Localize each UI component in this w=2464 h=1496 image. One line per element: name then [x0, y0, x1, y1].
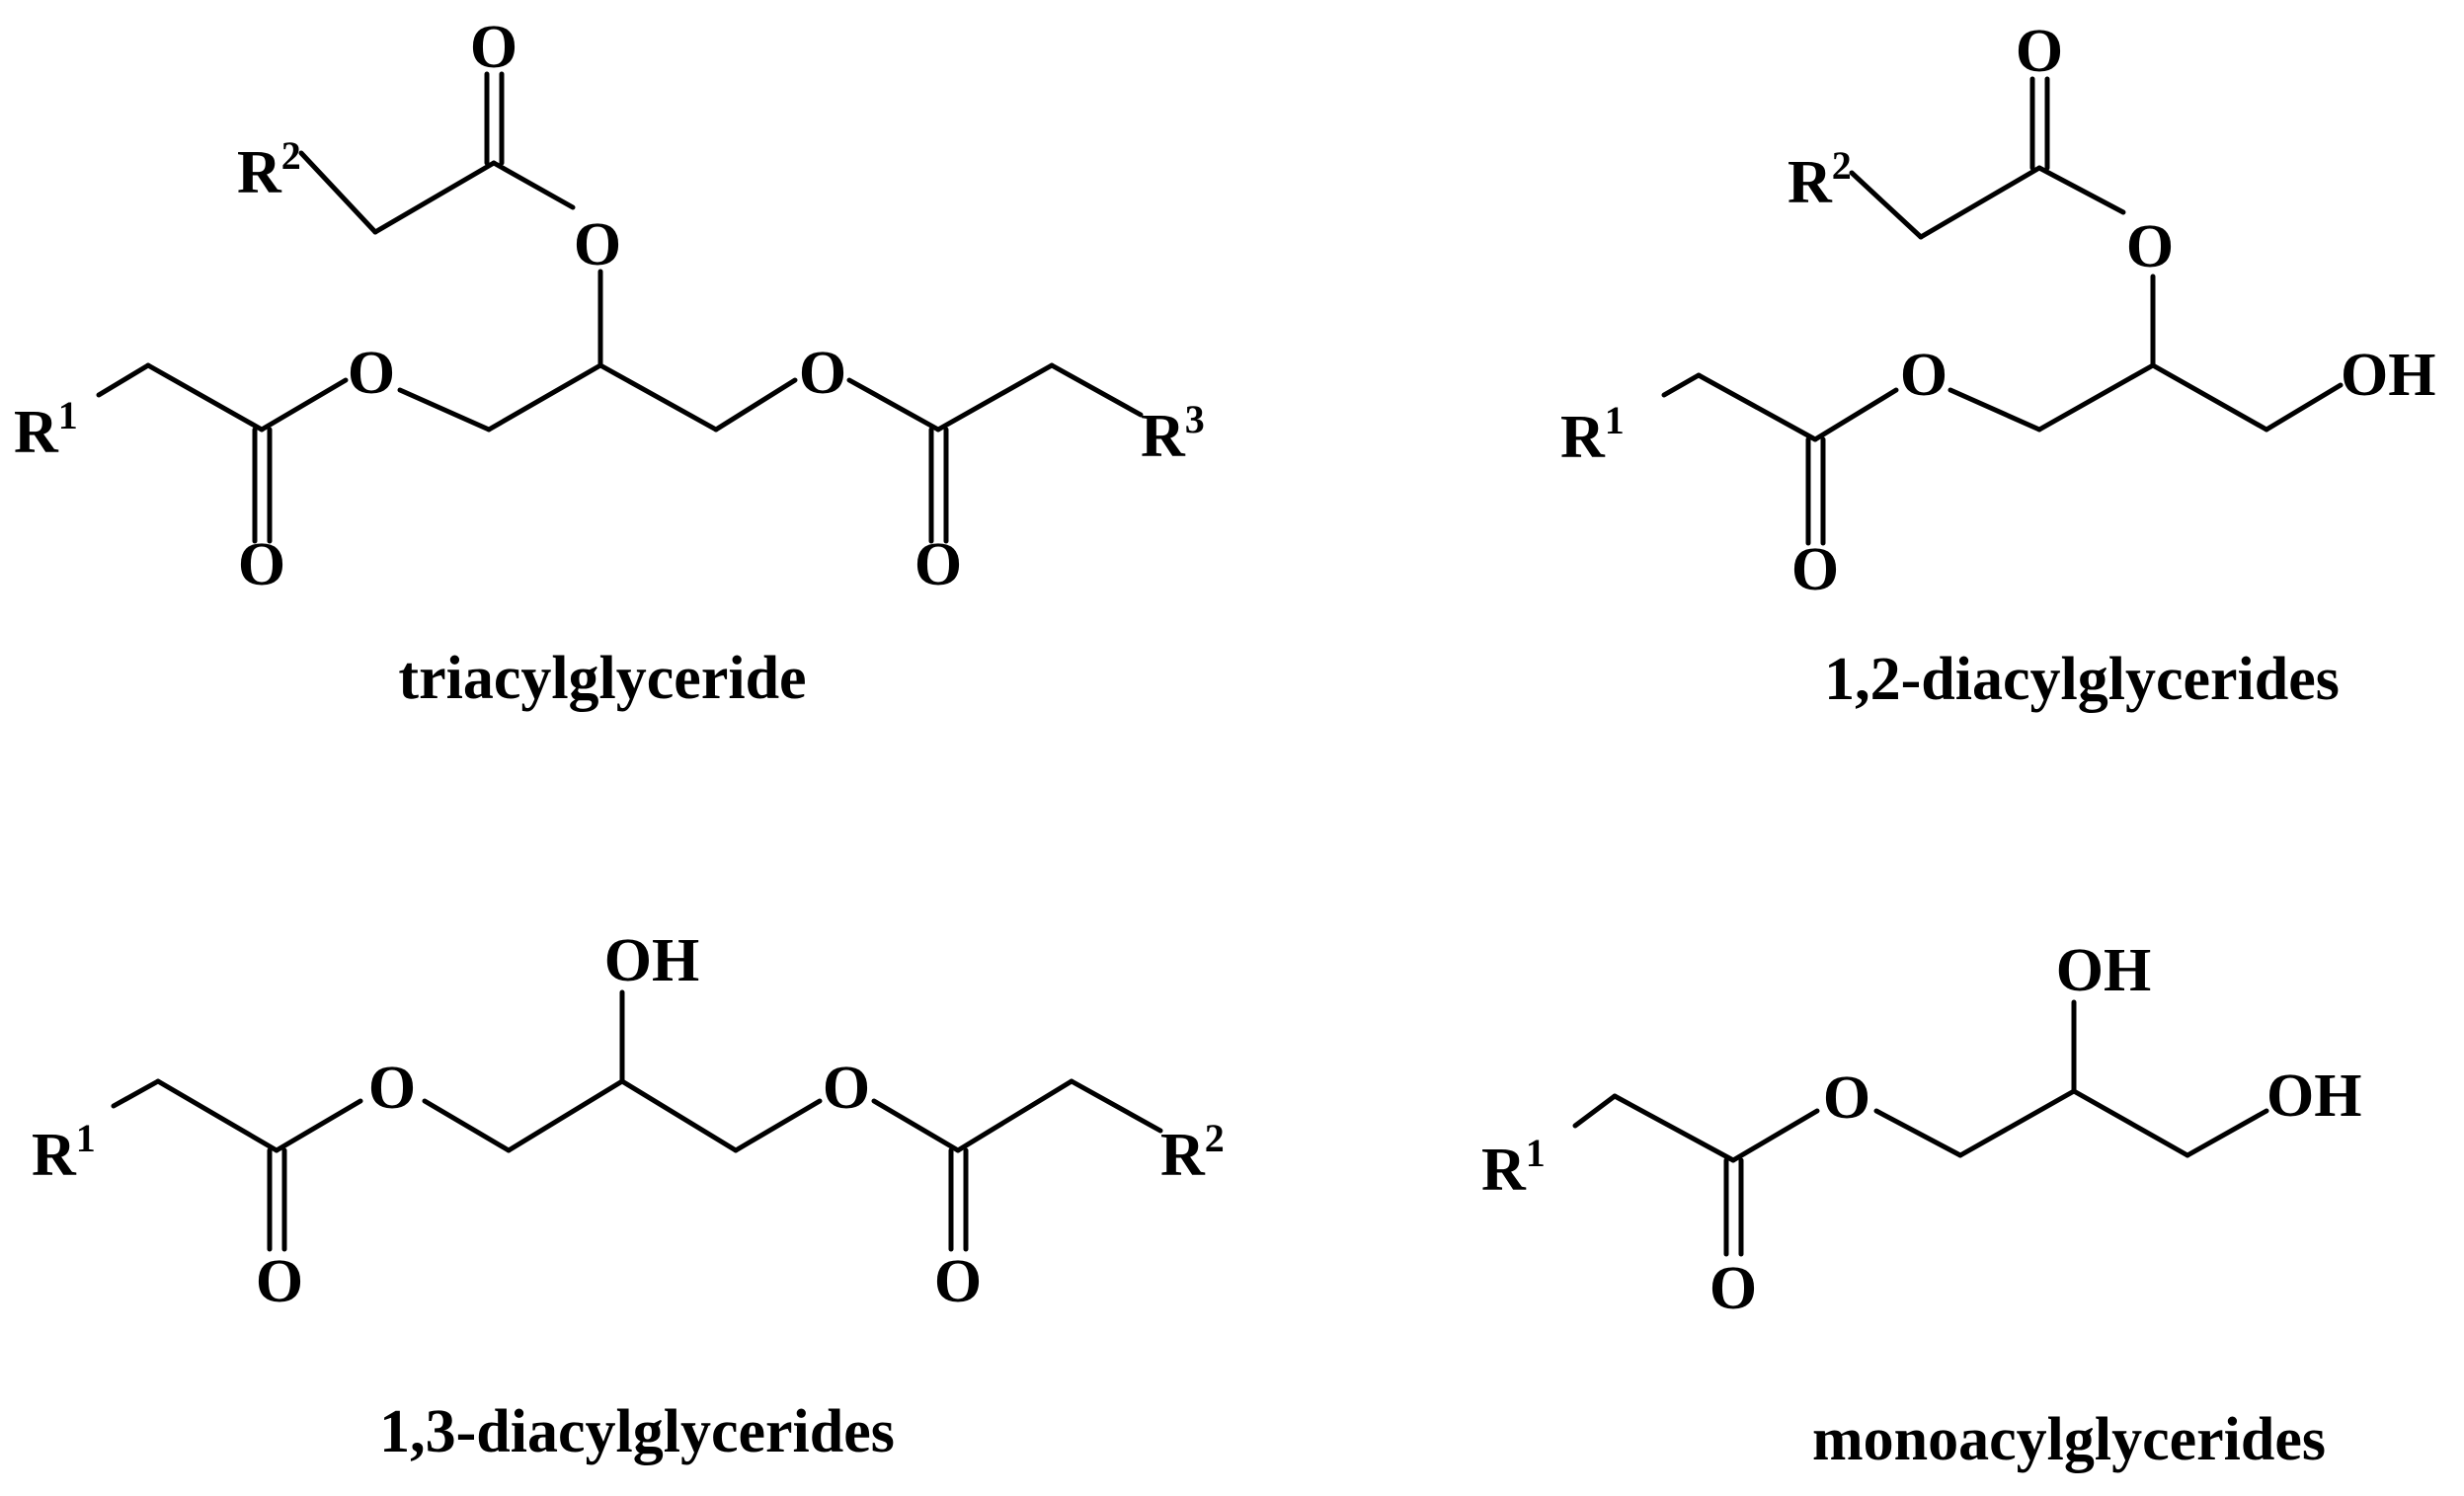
dag13-bonds [111, 989, 1163, 1252]
mag-hydroxyl-1: OH [2056, 937, 2151, 1004]
dag12-r1-label: R1 [1560, 398, 1625, 471]
dag12-r2-label: R2 [1788, 143, 1852, 216]
mag-caption: monoacylglycerides [1812, 1406, 2326, 1473]
mag-carbonyl-oxygen: O [1709, 1255, 1757, 1322]
tag-ester-oxygen-3: O [799, 340, 846, 407]
dag13-caption: 1,3-diacylglycerides [379, 1398, 895, 1465]
dag13-r1-label: R1 [32, 1116, 96, 1189]
mag-bonds [1572, 999, 2269, 1257]
mag-hydroxyl-2: OH [2266, 1063, 2361, 1130]
tag-r3-label: R3 [1141, 397, 1205, 470]
dag13-ester-oxygen-1: O [368, 1055, 416, 1122]
dag12-carbonyl-oxygen-1: O [1791, 536, 1839, 603]
mag-r1-label: R1 [1481, 1131, 1546, 1204]
dag13-carbonyl-oxygen-2: O [934, 1248, 982, 1315]
tag-carbonyl-oxygen-3: O [914, 531, 962, 598]
tag-r2-label: R2 [237, 133, 301, 206]
dag12-ester-oxygen-1: O [1900, 342, 1947, 409]
tag-r1-label: R1 [14, 393, 78, 466]
dag12-carbonyl-oxygen-2: O [2016, 18, 2063, 85]
dag12-bonds [1661, 76, 2344, 546]
dag13-ester-oxygen-2: O [823, 1055, 870, 1122]
tag-bonds [96, 71, 1144, 544]
dag13-carbonyl-oxygen-1: O [256, 1248, 303, 1315]
dag13-structure: R1 R2 O O O O OH 1,3-diacylglycerides [32, 927, 1225, 1465]
triacylglyceride-structure: R1 R2 R3 O O O O O O triacylglyceride [14, 14, 1205, 712]
dag12-hydroxyl: OH [2341, 342, 2435, 409]
dag13-hydroxyl: OH [604, 927, 699, 994]
dag12-caption: 1,2-diacylglycerides [1824, 646, 2340, 713]
tag-caption: triacylglyceride [398, 645, 806, 712]
mag-structure: R1 O O OH OH monoacylglycerides [1481, 937, 2361, 1473]
tag-carbonyl-oxygen-2: O [470, 14, 517, 81]
tag-carbonyl-oxygen-1: O [238, 531, 285, 598]
tag-ester-oxygen-2: O [574, 211, 621, 278]
tag-ester-oxygen-1: O [348, 340, 395, 407]
dag12-ester-oxygen-2: O [2126, 213, 2174, 280]
dag13-r2-label: R2 [1160, 1116, 1225, 1189]
dag12-structure: R1 R2 O O O O OH 1,2-diacylglycerides [1560, 18, 2435, 713]
mag-ester-oxygen: O [1823, 1064, 1870, 1132]
